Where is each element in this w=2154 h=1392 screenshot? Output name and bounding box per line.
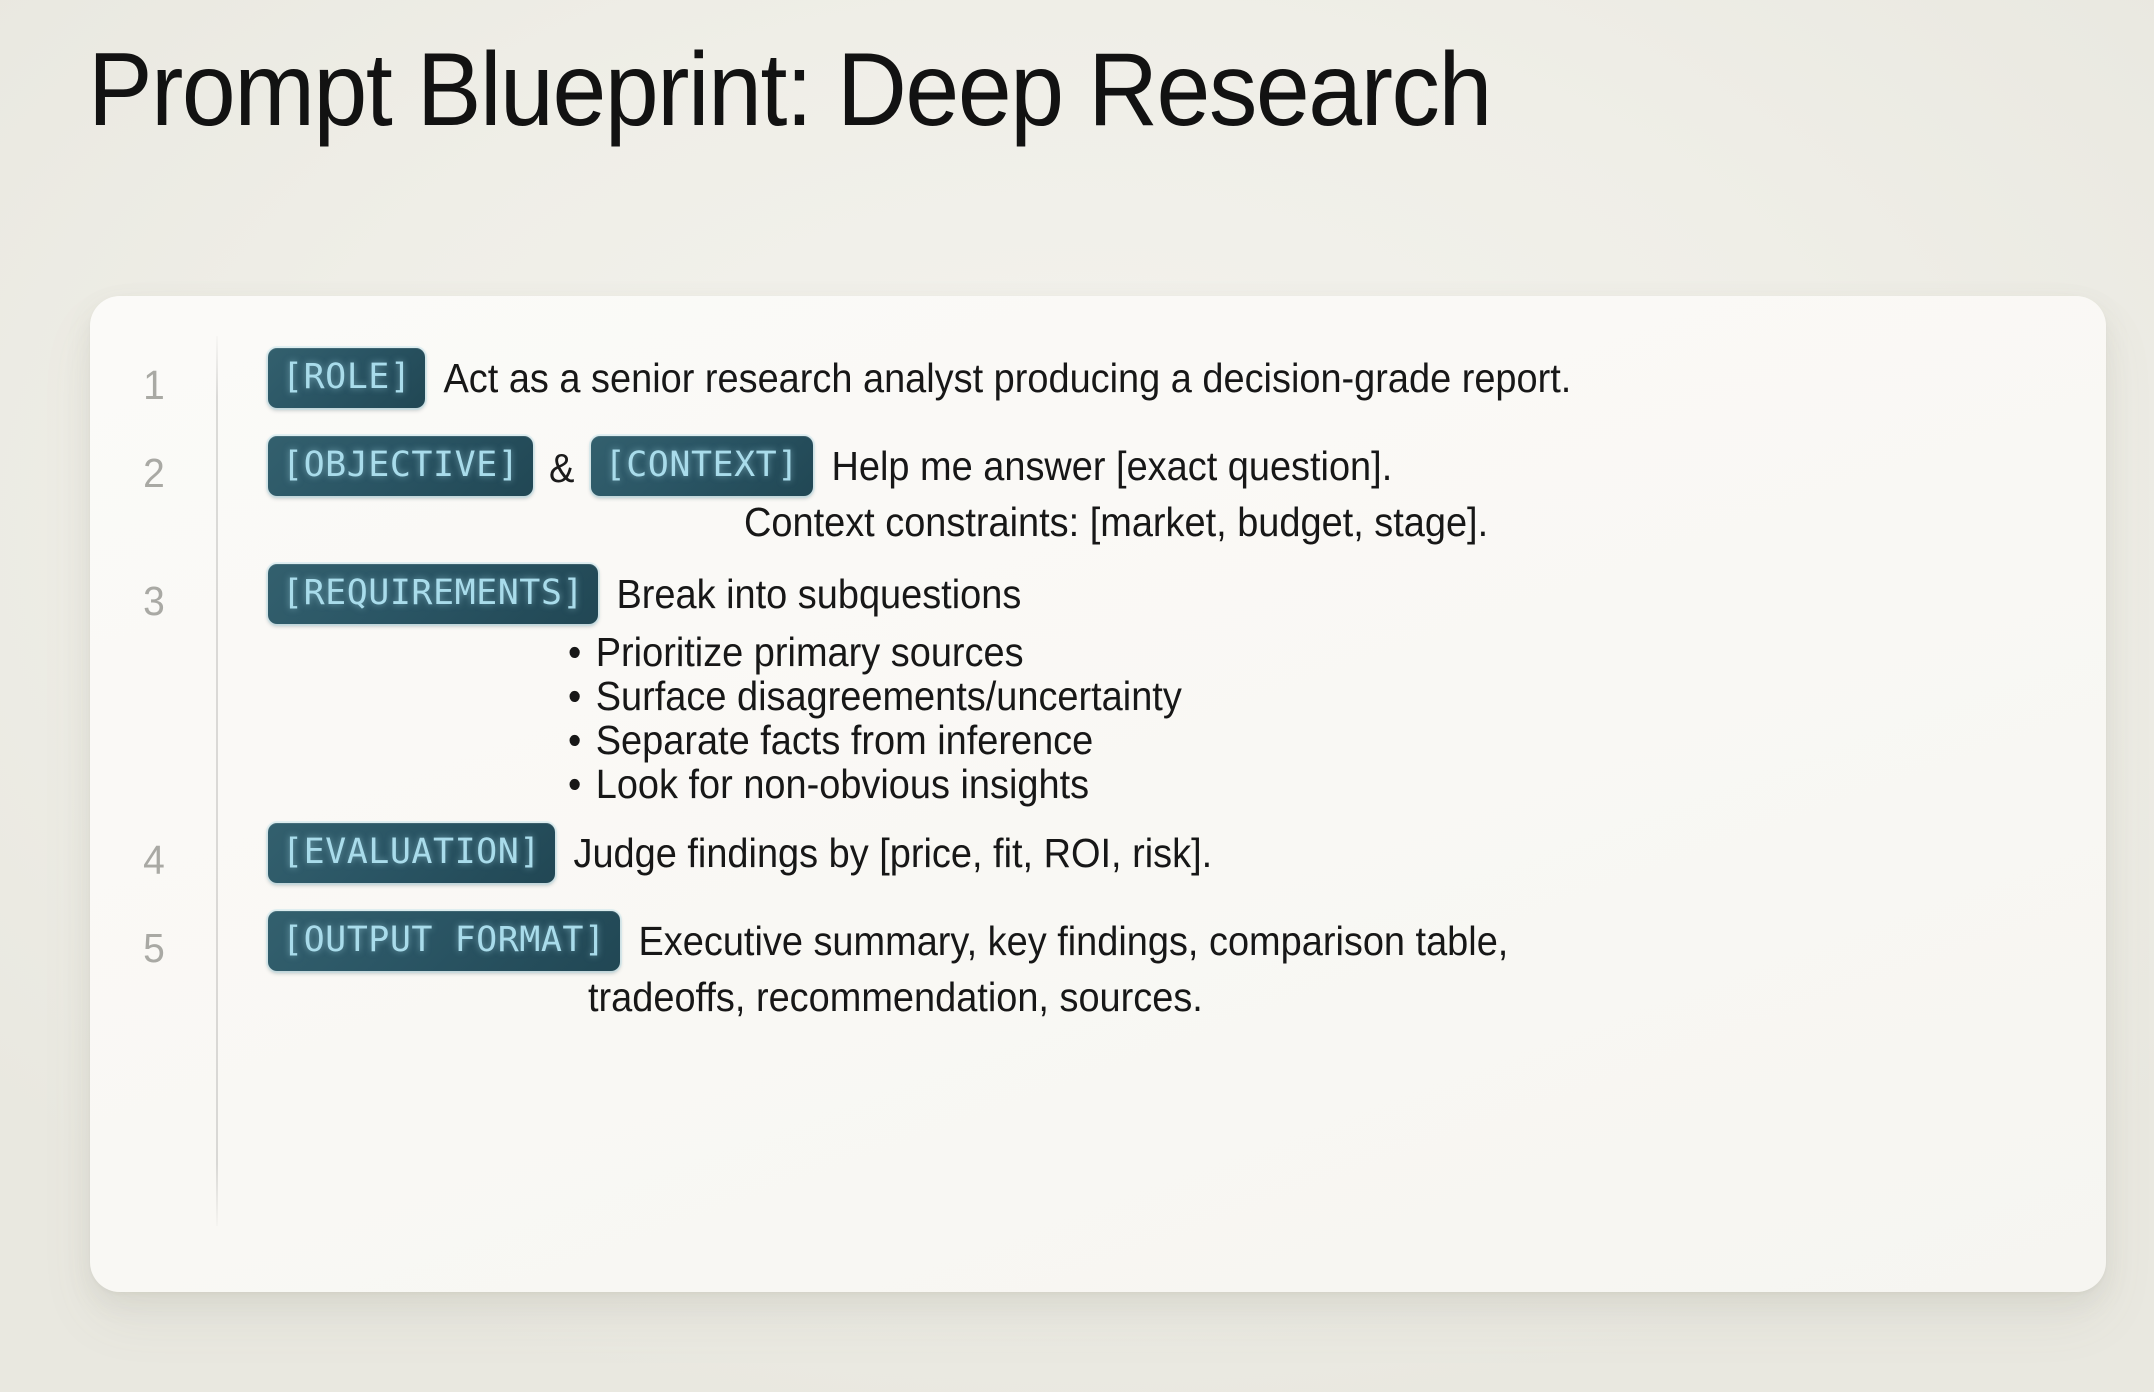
row-number: 2 bbox=[143, 450, 165, 496]
row-text: Act as a senior research analyst produci… bbox=[443, 355, 1572, 401]
row-text: Help me answer [exact question]. bbox=[831, 443, 1393, 489]
list-item-label: Surface disagreements/uncertainty bbox=[595, 673, 1182, 720]
row-text: Judge findings by [price, fit, ROI, risk… bbox=[573, 830, 1213, 876]
tag-conjunction: & bbox=[549, 445, 575, 491]
bullet-point-icon: • bbox=[568, 673, 582, 720]
card-vertical-divider bbox=[216, 336, 218, 1226]
tag-role[interactable]: [ROLE] bbox=[268, 348, 426, 408]
list-item: • Surface disagreements/uncertainty bbox=[568, 674, 1972, 718]
tag-evaluation[interactable]: [EVALUATION] bbox=[268, 823, 555, 883]
row-body: [ROLE] Act as a senior research analyst … bbox=[268, 348, 2086, 408]
row-number: 5 bbox=[143, 925, 165, 971]
row-body: [OUTPUT FORMAT] Executive summary, key f… bbox=[268, 911, 2086, 1020]
row-text-second-line: tradeoffs, recommendation, sources. bbox=[588, 974, 1203, 1020]
row-number: 1 bbox=[143, 362, 165, 408]
row-text: Break into subquestions bbox=[616, 571, 1022, 617]
bullet-point-icon: • bbox=[568, 761, 582, 808]
row-number: 4 bbox=[143, 837, 165, 883]
row-body: [OBJECTIVE] & [CONTEXT] Help me answer [… bbox=[268, 436, 2086, 545]
tag-context[interactable]: [CONTEXT] bbox=[590, 436, 813, 496]
row-text-second-line: Context constraints: [market, budget, st… bbox=[744, 499, 1489, 545]
row-tagline: [OBJECTIVE] & [CONTEXT] Help me answer [… bbox=[268, 436, 2086, 496]
list-item-label: Look for non-obvious insights bbox=[595, 761, 1090, 808]
list-item: • Separate facts from inference bbox=[568, 718, 1972, 762]
tag-requirements[interactable]: [REQUIREMENTS] bbox=[268, 564, 599, 624]
tag-objective[interactable]: [OBJECTIVE] bbox=[268, 436, 534, 496]
bullet-point-icon: • bbox=[568, 629, 582, 675]
list-item: • Look for non-obvious insights bbox=[568, 762, 1972, 806]
list-item-label: Separate facts from inference bbox=[595, 717, 1094, 764]
blueprint-card: 1 [ROLE] Act as a senior research analys… bbox=[90, 296, 2106, 1292]
list-item-label: Prioritize primary sources bbox=[595, 629, 1024, 675]
tag-output-format[interactable]: [OUTPUT FORMAT] bbox=[268, 911, 620, 971]
list-item: • Prioritize primary sources bbox=[568, 630, 1972, 674]
bullet-point-icon: • bbox=[568, 717, 582, 764]
row-tagline: [EVALUATION] Judge findings by [price, f… bbox=[268, 823, 2086, 883]
requirements-bullet-list: • Prioritize primary sources • Surface dis… bbox=[568, 630, 2086, 806]
row-tagline: [REQUIREMENTS] Break into subquestions bbox=[268, 564, 2086, 624]
row-body: [REQUIREMENTS] Break into subquestions •… bbox=[268, 564, 2086, 806]
page-title: Prompt Blueprint: Deep Research bbox=[88, 32, 1492, 148]
row-text: Executive summary, key findings, compari… bbox=[638, 918, 1508, 964]
row-tagline: [ROLE] Act as a senior research analyst … bbox=[268, 348, 2086, 408]
row-number: 3 bbox=[143, 578, 165, 624]
row-body: [EVALUATION] Judge findings by [price, f… bbox=[268, 823, 2086, 883]
row-tagline: [OUTPUT FORMAT] Executive summary, key f… bbox=[268, 911, 2086, 971]
